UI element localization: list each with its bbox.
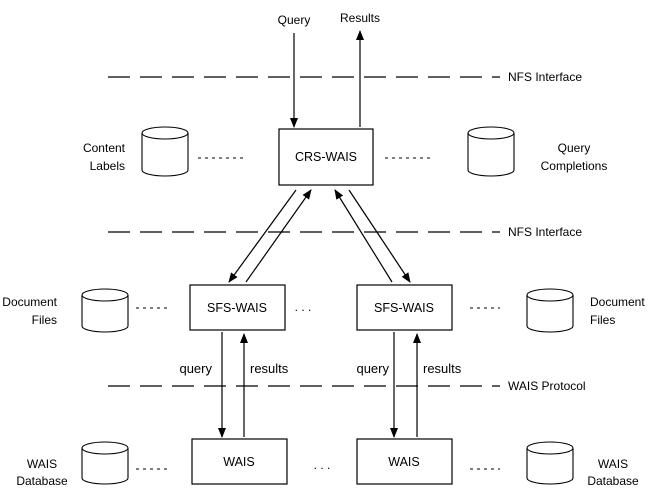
document-files-left-line1: Document bbox=[2, 295, 57, 309]
left-query-label: query bbox=[179, 361, 212, 376]
wais-box-left bbox=[191, 438, 288, 485]
wais-database-right-line1: WAIS bbox=[598, 457, 628, 471]
wais-label-right: WAIS bbox=[388, 455, 419, 469]
content-labels-line2: Labels bbox=[90, 159, 125, 173]
wais-database-right-line2: Database bbox=[587, 474, 639, 488]
wais-protocol-label: WAIS Protocol bbox=[508, 379, 586, 393]
right-results-label: results bbox=[423, 361, 462, 376]
crs-to-left-sfs-arrow bbox=[228, 189, 297, 283]
wais-database-right-icon bbox=[526, 441, 574, 485]
document-files-right-line1: Document bbox=[590, 295, 645, 309]
right-sfs-to-crs-arrow bbox=[334, 189, 393, 283]
wais-between-dots: . . . bbox=[314, 458, 331, 472]
left-sfs-to-crs-arrow bbox=[245, 189, 312, 283]
document-files-right-line2: Files bbox=[590, 313, 615, 327]
sfs-wais-box-right bbox=[356, 284, 453, 331]
sfs-between-dots: . . . bbox=[295, 300, 312, 314]
sfs-wais-label-right: SFS-WAIS bbox=[374, 301, 434, 315]
results-top-label: Results bbox=[340, 11, 380, 25]
query-completions-line1: Query bbox=[558, 141, 591, 155]
document-files-left-database-icon bbox=[81, 288, 129, 333]
left-results-label: results bbox=[250, 361, 289, 376]
content-labels-line1: Content bbox=[83, 141, 126, 155]
query-completions-database-icon bbox=[467, 126, 515, 177]
content-labels-database-icon bbox=[141, 126, 189, 177]
crs-to-right-sfs-arrow bbox=[348, 189, 411, 283]
document-files-left-line2: Files bbox=[32, 313, 57, 327]
wais-box-right bbox=[356, 438, 453, 485]
query-completions-line2: Completions bbox=[541, 159, 608, 173]
wais-label-left: WAIS bbox=[223, 455, 254, 469]
sfs-wais-label-left: SFS-WAIS bbox=[207, 301, 267, 315]
wais-database-left-line1: WAIS bbox=[27, 457, 57, 471]
right-query-label: query bbox=[356, 361, 389, 376]
wais-database-left-line2: Database bbox=[16, 474, 68, 488]
nfs-interface-label-middle: NFS Interface bbox=[508, 225, 582, 239]
crs-wais-box bbox=[278, 128, 374, 186]
nfs-interface-label-top: NFS Interface bbox=[508, 70, 582, 84]
wais-database-left-icon bbox=[81, 441, 129, 485]
sfs-wais-box-left bbox=[189, 284, 286, 331]
document-files-right-database-icon bbox=[526, 288, 574, 333]
crs-wais-label: CRS-WAIS bbox=[295, 150, 357, 164]
query-top-label: Query bbox=[278, 13, 311, 27]
